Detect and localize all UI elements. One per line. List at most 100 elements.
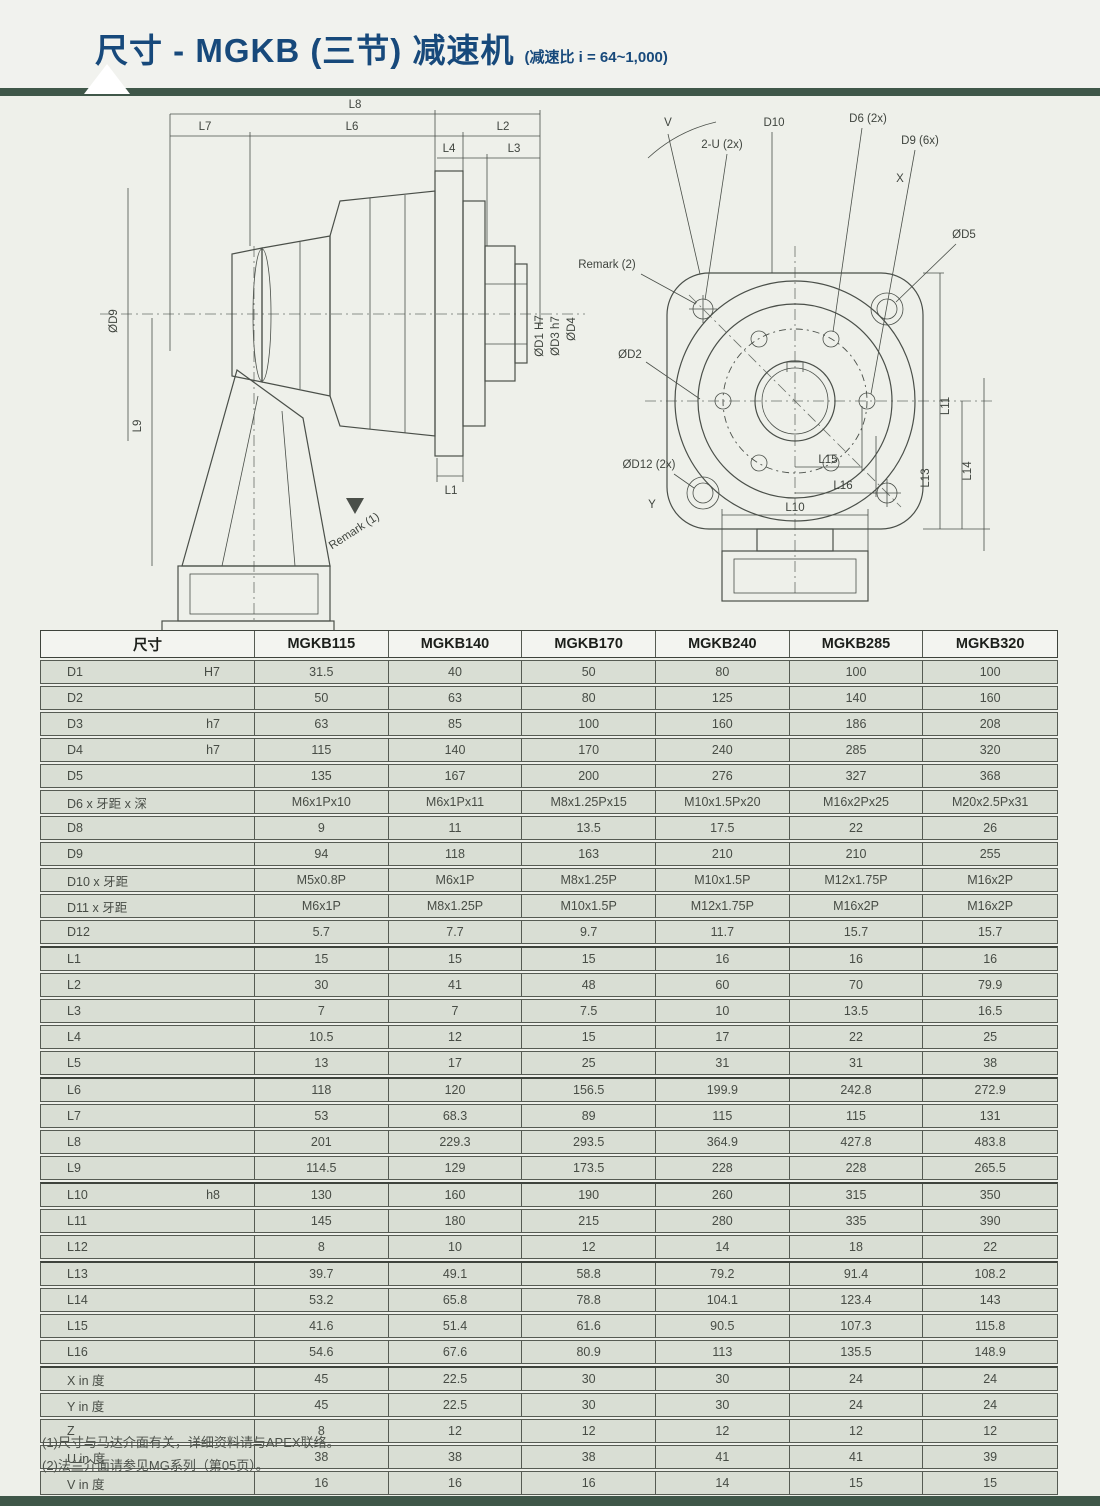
value-cell: 24 xyxy=(983,1372,998,1386)
value-cell: 50 xyxy=(522,661,656,683)
value-cell: 327 xyxy=(790,765,924,787)
value-cell: 38 xyxy=(983,1056,998,1070)
row-label: D10 x 牙距 xyxy=(67,874,129,889)
value-cell: 9.7 xyxy=(522,921,656,943)
row-label: L9 xyxy=(67,1161,81,1175)
value-cell: 276 xyxy=(656,765,790,787)
value-cell: M20x2.5Px31 xyxy=(951,795,1029,809)
row-label-cell: D9 xyxy=(41,843,255,865)
value-cell: 16.5 xyxy=(977,1004,1003,1018)
value-cell: 16 xyxy=(983,952,998,966)
value-cell: 24 xyxy=(790,1394,924,1416)
value-cell: 49.1 xyxy=(389,1263,523,1285)
value-cell: 160 xyxy=(656,713,790,735)
value-cell: 10 xyxy=(389,1236,523,1258)
value-cell: 9 xyxy=(255,817,389,839)
row-label: Y in 度 xyxy=(67,1399,105,1414)
value-cell: 427.8 xyxy=(790,1131,924,1153)
dimension-label: ØD3 h7 xyxy=(550,316,562,356)
value-cell: 228 xyxy=(790,1157,924,1179)
value-cell: 272.9 xyxy=(974,1083,1006,1097)
value-cell: M8x1.25P xyxy=(522,869,656,891)
value-cell: M10x1.5Px20 xyxy=(656,791,790,813)
value-cell: 70 xyxy=(790,974,924,996)
row-label-cell: L5 xyxy=(41,1052,255,1074)
value-cell: M16x2Px25 xyxy=(790,791,924,813)
row-label: D11 x 牙距 xyxy=(67,900,128,915)
row-label: L14 xyxy=(67,1293,88,1307)
row-label: L13 xyxy=(67,1267,88,1281)
dimension-label: L14 xyxy=(962,461,974,481)
value-cell: 63 xyxy=(255,713,389,735)
value-cell: 118 xyxy=(255,1079,389,1101)
column-header: MGKB115 xyxy=(255,631,389,657)
row-label-cell: L11 xyxy=(41,1210,255,1232)
value-cell: 12 xyxy=(389,1420,523,1442)
value-cell: 53 xyxy=(255,1105,389,1127)
value-cell: 107.3 xyxy=(790,1315,924,1337)
value-cell: 125 xyxy=(656,687,790,709)
value-cell: 41.6 xyxy=(255,1315,389,1337)
dimension-label: ØD5 xyxy=(952,229,976,241)
value-cell: 12 xyxy=(389,1026,523,1048)
value-cell: 24 xyxy=(790,1368,924,1390)
value-cell: 240 xyxy=(656,739,790,761)
value-cell: 200 xyxy=(522,765,656,787)
value-cell: 15.7 xyxy=(790,921,924,943)
value-cell: 7.7 xyxy=(389,921,523,943)
dimension-label: D6 (2x) xyxy=(849,113,887,125)
title-bar: 尺寸 - MGKB (三节) 减速机(减速比 i = 64~1,000) xyxy=(0,0,1100,88)
dimension-label: L15 xyxy=(818,454,837,466)
value-cell: 79.9 xyxy=(977,978,1003,992)
row-label-cell: U in 度 xyxy=(41,1446,255,1468)
row-label-cell: L4 xyxy=(41,1026,255,1048)
dimension-label: L2 xyxy=(497,121,510,133)
row-tolerance: h8 xyxy=(206,1188,220,1202)
value-cell: 89 xyxy=(522,1105,656,1127)
row-label: D5 xyxy=(67,769,83,783)
row-label-cell: L14 xyxy=(41,1289,255,1311)
value-cell: 115 xyxy=(656,1105,790,1127)
value-cell: 390 xyxy=(979,1214,1001,1228)
value-cell: 60 xyxy=(656,974,790,996)
value-cell: 229.3 xyxy=(389,1131,523,1153)
value-cell: 80 xyxy=(522,687,656,709)
row-label-cell: D11 x 牙距 xyxy=(41,895,255,917)
row-label: L11 xyxy=(67,1214,87,1228)
value-cell: 58.8 xyxy=(522,1263,656,1285)
row-label: L15 xyxy=(67,1319,88,1333)
value-cell: 40 xyxy=(389,661,523,683)
value-cell: 38 xyxy=(389,1446,523,1468)
row-label: Z xyxy=(67,1424,75,1438)
value-cell: 104.1 xyxy=(656,1289,790,1311)
value-cell: M16x2P xyxy=(967,899,1014,913)
column-header: MGKB170 xyxy=(522,631,656,657)
value-cell: 215 xyxy=(522,1210,656,1232)
value-cell: 13.5 xyxy=(790,1000,924,1022)
value-cell: M5x0.8P xyxy=(255,869,389,891)
value-cell: 12 xyxy=(522,1236,656,1258)
value-cell: 7 xyxy=(389,1000,523,1022)
value-cell: 24 xyxy=(983,1398,998,1412)
value-cell: 140 xyxy=(389,739,523,761)
dimension-label: L10 xyxy=(785,502,804,514)
value-cell: M12x1.75P xyxy=(790,869,924,891)
value-cell: 41 xyxy=(790,1446,924,1468)
row-label: D9 xyxy=(67,847,83,861)
value-cell: 17 xyxy=(656,1026,790,1048)
value-cell: 17.5 xyxy=(656,817,790,839)
value-cell: 30 xyxy=(522,1394,656,1416)
value-cell: 45 xyxy=(255,1394,389,1416)
value-cell: 48 xyxy=(522,974,656,996)
